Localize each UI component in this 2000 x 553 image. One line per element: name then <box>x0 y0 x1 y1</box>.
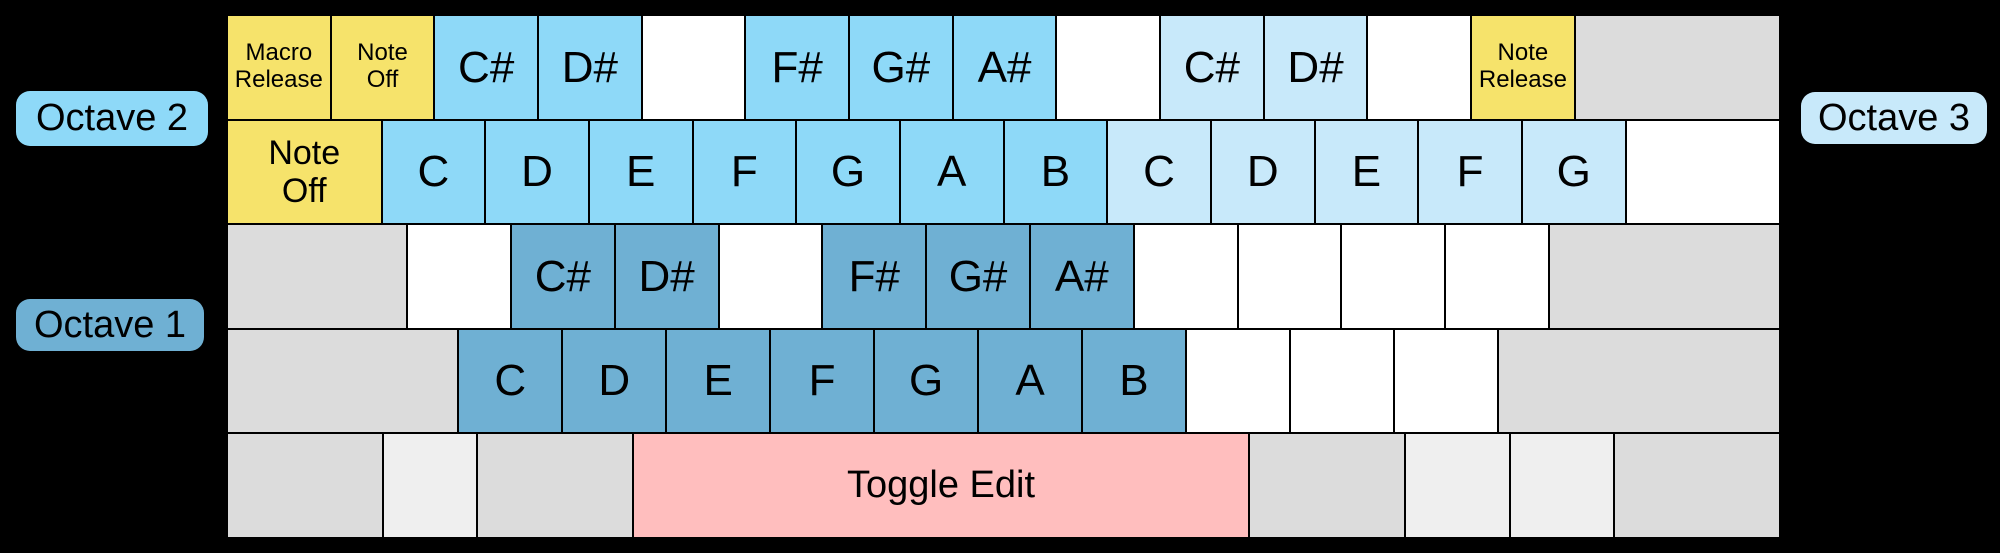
key-csharp-octave1: C# <box>511 225 614 328</box>
key-f-octave1: F <box>771 329 874 433</box>
key-d-octave3: D <box>1211 120 1314 224</box>
key-fsharp-octave1: F# <box>823 225 926 328</box>
key-note-release: Note Release <box>1472 16 1574 119</box>
key-asharp-octave2: A# <box>953 16 1056 119</box>
key-right-alt <box>1250 434 1405 537</box>
key-note-off-top: Note Off <box>331 16 434 119</box>
key-gsharp-octave1: G# <box>927 225 1029 328</box>
key-backspace <box>1575 16 1780 119</box>
key-f-octave3: F <box>1419 120 1521 224</box>
key-f-octave2: F <box>693 120 796 224</box>
key-blank <box>1368 16 1471 119</box>
key-blank <box>719 225 822 328</box>
key-left-super <box>383 434 476 537</box>
key-menu <box>1510 434 1614 537</box>
key-c-octave3: C <box>1108 120 1210 224</box>
key-b-octave1: B <box>1082 329 1185 433</box>
key-blank <box>1626 120 1780 224</box>
key-blank <box>1134 225 1237 328</box>
key-e-octave1: E <box>667 329 770 433</box>
key-c-octave1: C <box>459 329 562 433</box>
key-blank <box>642 16 745 119</box>
key-g-octave1: G <box>875 329 978 433</box>
key-dsharp-octave1: D# <box>615 225 718 328</box>
key-c-octave2: C <box>382 120 485 224</box>
key-d-octave2: D <box>486 120 588 224</box>
key-macro-release: Macro Release <box>228 16 330 119</box>
key-blank <box>1057 16 1160 119</box>
key-enter <box>1549 225 1779 328</box>
octave-1-badge: Octave 1 <box>16 299 204 351</box>
key-blank <box>1342 225 1445 328</box>
key-blank <box>1290 329 1393 433</box>
key-fsharp-octave2: F# <box>746 16 849 119</box>
key-left-ctrl <box>228 434 382 537</box>
key-asharp-octave1: A# <box>1030 225 1133 328</box>
key-e-octave3: E <box>1315 120 1418 224</box>
key-e-octave2: E <box>589 120 692 224</box>
key-blank <box>1238 225 1341 328</box>
key-gsharp-octave2: G# <box>850 16 952 119</box>
key-g-octave2: G <box>797 120 899 224</box>
key-dsharp-octave3: D# <box>1264 16 1367 119</box>
key-space-toggle-edit: Toggle Edit <box>633 434 1249 537</box>
key-csharp-octave3: C# <box>1161 16 1263 119</box>
key-b-octave2: B <box>1004 120 1107 224</box>
key-blank <box>1394 329 1497 433</box>
key-g-octave3: G <box>1522 120 1625 224</box>
key-d-octave1: D <box>563 329 666 433</box>
key-csharp-octave2: C# <box>435 16 538 119</box>
modifier-row: Toggle Edit <box>228 434 1780 537</box>
key-note-off-tab: Note Off <box>228 120 381 224</box>
key-a-octave1: A <box>979 329 1081 433</box>
key-right-super <box>1406 434 1509 537</box>
key-right-ctrl <box>1615 434 1780 537</box>
key-dsharp-octave2: D# <box>539 16 641 119</box>
key-a-octave2: A <box>900 120 1003 224</box>
key-right-shift <box>1498 329 1780 433</box>
home-row: C#D# F#G#A# <box>228 225 1779 328</box>
key-caps-lock <box>228 225 407 328</box>
key-left-shift <box>228 329 458 433</box>
key-blank <box>408 225 510 328</box>
key-blank <box>1446 225 1548 328</box>
key-left-alt <box>477 434 632 537</box>
octave-3-badge: Octave 3 <box>1801 92 1987 144</box>
key-blank <box>1186 329 1289 433</box>
octave-2-badge: Octave 2 <box>16 91 208 146</box>
